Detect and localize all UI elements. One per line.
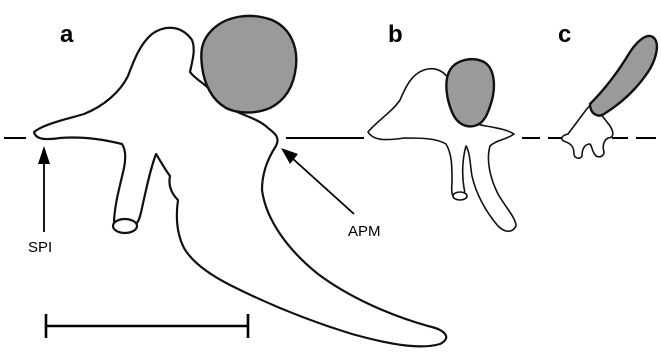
spi-arrow: [38, 146, 50, 232]
apm-label: APM: [348, 223, 381, 240]
panel-b-process-cap: [453, 192, 467, 200]
panel-b: b: [368, 21, 516, 231]
panel-b-letter: b: [388, 21, 403, 48]
panel-a: a SPI APM: [28, 16, 446, 346]
panel-a-process-cap: [113, 219, 137, 233]
spi-label: SPI: [28, 239, 52, 256]
scale-bar: [46, 314, 248, 338]
panel-a-cartilage: [201, 16, 296, 113]
apm-arrow: [281, 148, 354, 214]
panel-c-cartilage: [590, 36, 657, 116]
panel-c-letter: c: [558, 21, 571, 48]
panel-b-cartilage: [446, 59, 494, 126]
panel-a-letter: a: [60, 21, 74, 48]
